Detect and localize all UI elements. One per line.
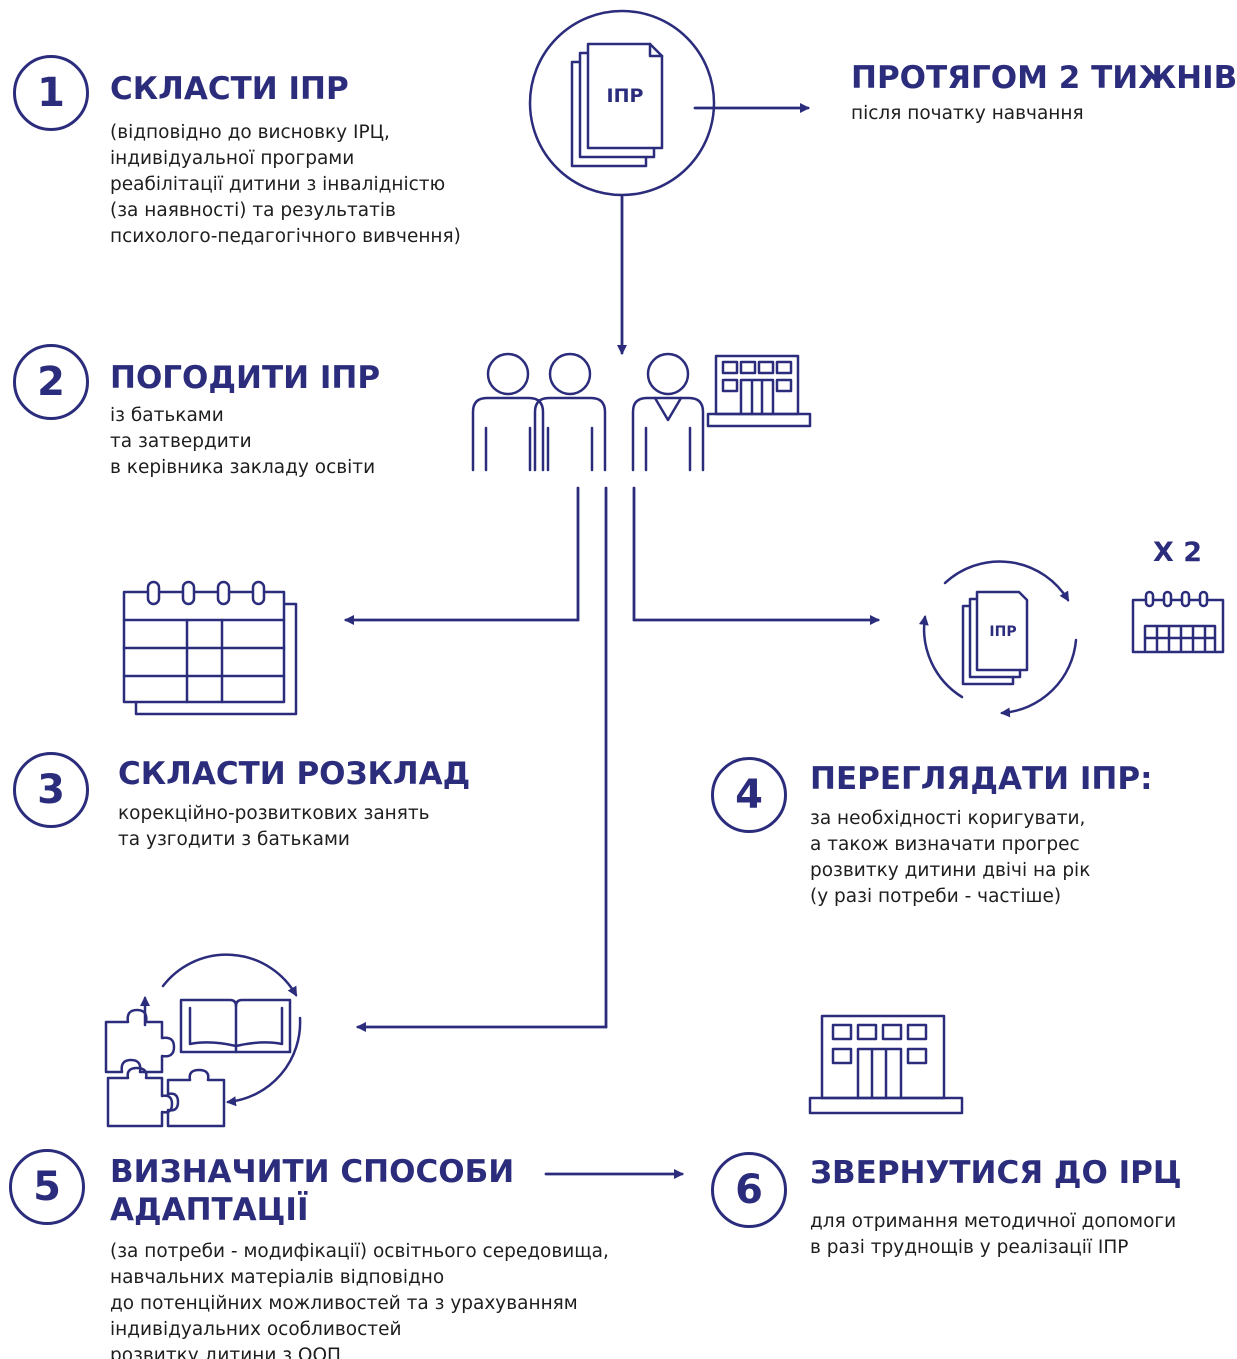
step-2-title: ПОГОДИТИ ІПР — [110, 360, 381, 396]
step-1-number: 1 — [13, 55, 89, 131]
book-icon — [161, 953, 302, 1107]
review-document-label: ІПР — [989, 624, 1016, 640]
deadline-title: ПРОТЯГОМ 2 ТИЖНІВ — [851, 60, 1237, 96]
document-label: ІПР — [607, 85, 644, 107]
frequency-label: Х 2 — [1153, 537, 1203, 568]
branch-lines — [344, 486, 880, 1032]
school-building-icon — [706, 354, 812, 428]
step-2-number: 2 — [13, 344, 89, 420]
step-5-title-line-2: АДАПТАЦІЇ — [110, 1192, 309, 1228]
step-3-body: корекційно-розвиткових занять та узгодит… — [118, 803, 430, 850]
step-2-body: із батьками та затвердити в керівника за… — [110, 405, 376, 478]
step-4-title: ПЕРЕГЛЯДАТИ ІПР: — [810, 761, 1153, 797]
step-5-title-line-1: ВИЗНАЧИТИ СПОСОБИ — [110, 1154, 515, 1190]
step-3-number: 3 — [13, 752, 89, 828]
computer-icon — [808, 1014, 964, 1115]
people-icon — [471, 352, 705, 472]
step-1-body: (відповідно до висновку ІРЦ, індивідуаль… — [110, 122, 461, 247]
document-stack-icon: ІПР — [528, 9, 716, 197]
cycle-arrows-icon: ІПР — [918, 560, 1078, 718]
calendar-icon — [122, 580, 298, 716]
step-6-body: для отримання методичної допомоги в разі… — [810, 1211, 1177, 1258]
step-4-number: 4 — [711, 757, 787, 833]
step-1-title: СКЛАСТИ ІПР — [110, 71, 349, 107]
step-6-number: 6 — [711, 1152, 787, 1228]
step-5-body: (за потреби - модифікації) освітнього се… — [110, 1241, 609, 1359]
step-6-title: ЗВЕРНУТИСЯ ДО ІРЦ — [810, 1155, 1182, 1191]
step-5-number: 5 — [9, 1149, 85, 1225]
step-3-title: СКЛАСТИ РОЗКЛАД — [118, 756, 471, 792]
step-4-body: за необхідності коригувати, а також визн… — [810, 808, 1091, 907]
small-calendar-icon — [1131, 590, 1225, 654]
deadline-subtitle: після початку навчання — [851, 103, 1084, 124]
puzzle-icon — [104, 996, 226, 1128]
